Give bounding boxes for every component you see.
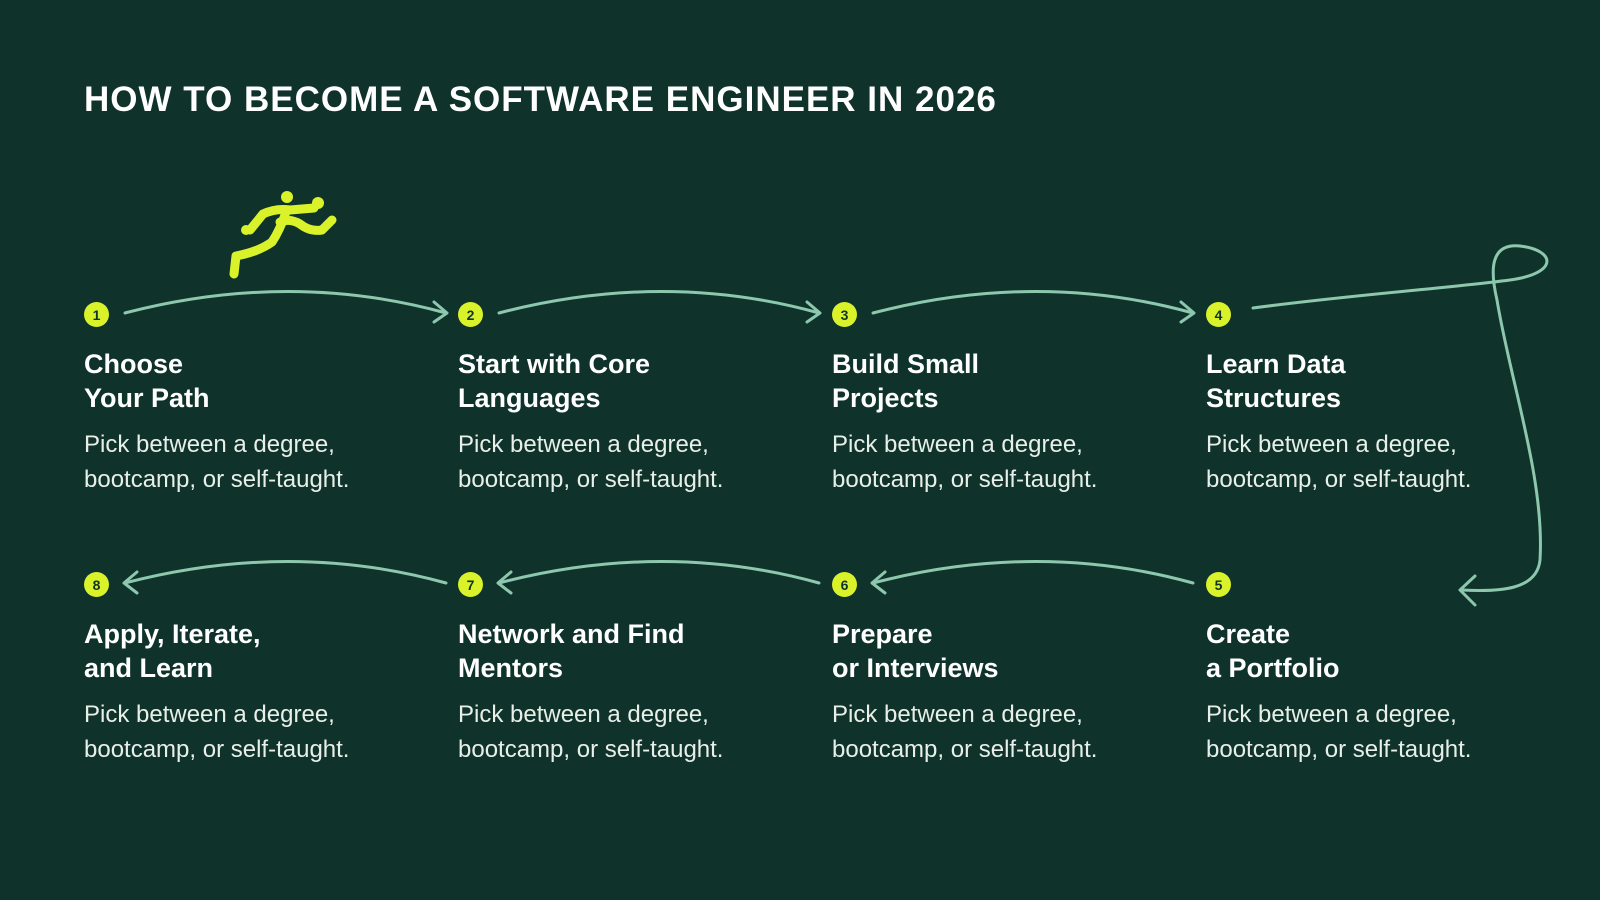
step-description: Pick between a degree, bootcamp, or self… [832, 431, 1098, 493]
step-number-badge: 7 [458, 572, 483, 597]
runner-icon [229, 191, 337, 279]
arrow-5-6 [870, 560, 1195, 595]
step-title: Learn Data Structures [1206, 349, 1346, 413]
step-number-badge: 1 [84, 302, 109, 327]
step-card: Start with Core Languages Pick between a… [458, 347, 798, 497]
step-description: Pick between a degree, bootcamp, or self… [1206, 431, 1472, 493]
step-number-badge: 3 [832, 302, 857, 327]
step-description: Pick between a degree, bootcamp, or self… [458, 431, 724, 493]
step-number-badge: 8 [84, 572, 109, 597]
step-description: Pick between a degree, bootcamp, or self… [1206, 701, 1472, 763]
step-number-badge: 5 [1206, 572, 1231, 597]
step-number-badge: 2 [458, 302, 483, 327]
step-title: Choose Your Path [84, 349, 210, 413]
step-title: Start with Core Languages [458, 349, 651, 413]
step-card: Learn Data Structures Pick between a deg… [1206, 347, 1546, 497]
step-card: Prepare or Interviews Pick between a deg… [832, 617, 1172, 767]
step-title: Create a Portfolio [1206, 619, 1340, 683]
step-card: Network and Find Mentors Pick between a … [458, 617, 798, 767]
arrow-6-7 [496, 560, 821, 595]
page-title: HOW TO BECOME A SOFTWARE ENGINEER IN 202… [84, 80, 997, 119]
arrow-2-3 [497, 290, 822, 324]
step-description: Pick between a degree, bootcamp, or self… [84, 431, 350, 493]
arrow-7-8 [122, 560, 448, 595]
step-card: Create a Portfolio Pick between a degree… [1206, 617, 1546, 767]
step-card: Build Small Projects Pick between a degr… [832, 347, 1172, 497]
step-description: Pick between a degree, bootcamp, or self… [832, 701, 1098, 763]
step-description: Pick between a degree, bootcamp, or self… [458, 701, 724, 763]
arrow-3-4 [871, 290, 1196, 324]
step-number-badge: 6 [832, 572, 857, 597]
arrow-4-5 [1251, 244, 1549, 607]
step-title: Prepare or Interviews [832, 619, 999, 683]
step-card: Choose Your Path Pick between a degree, … [84, 347, 424, 497]
step-description: Pick between a degree, bootcamp, or self… [84, 701, 350, 763]
step-number-badge: 4 [1206, 302, 1231, 327]
step-title: Build Small Projects [832, 349, 980, 413]
step-title: Apply, Iterate, and Learn [84, 619, 261, 683]
arrow-1-2 [123, 290, 449, 324]
step-title: Network and Find Mentors [458, 619, 685, 683]
step-card: Apply, Iterate, and Learn Pick between a… [84, 617, 424, 767]
